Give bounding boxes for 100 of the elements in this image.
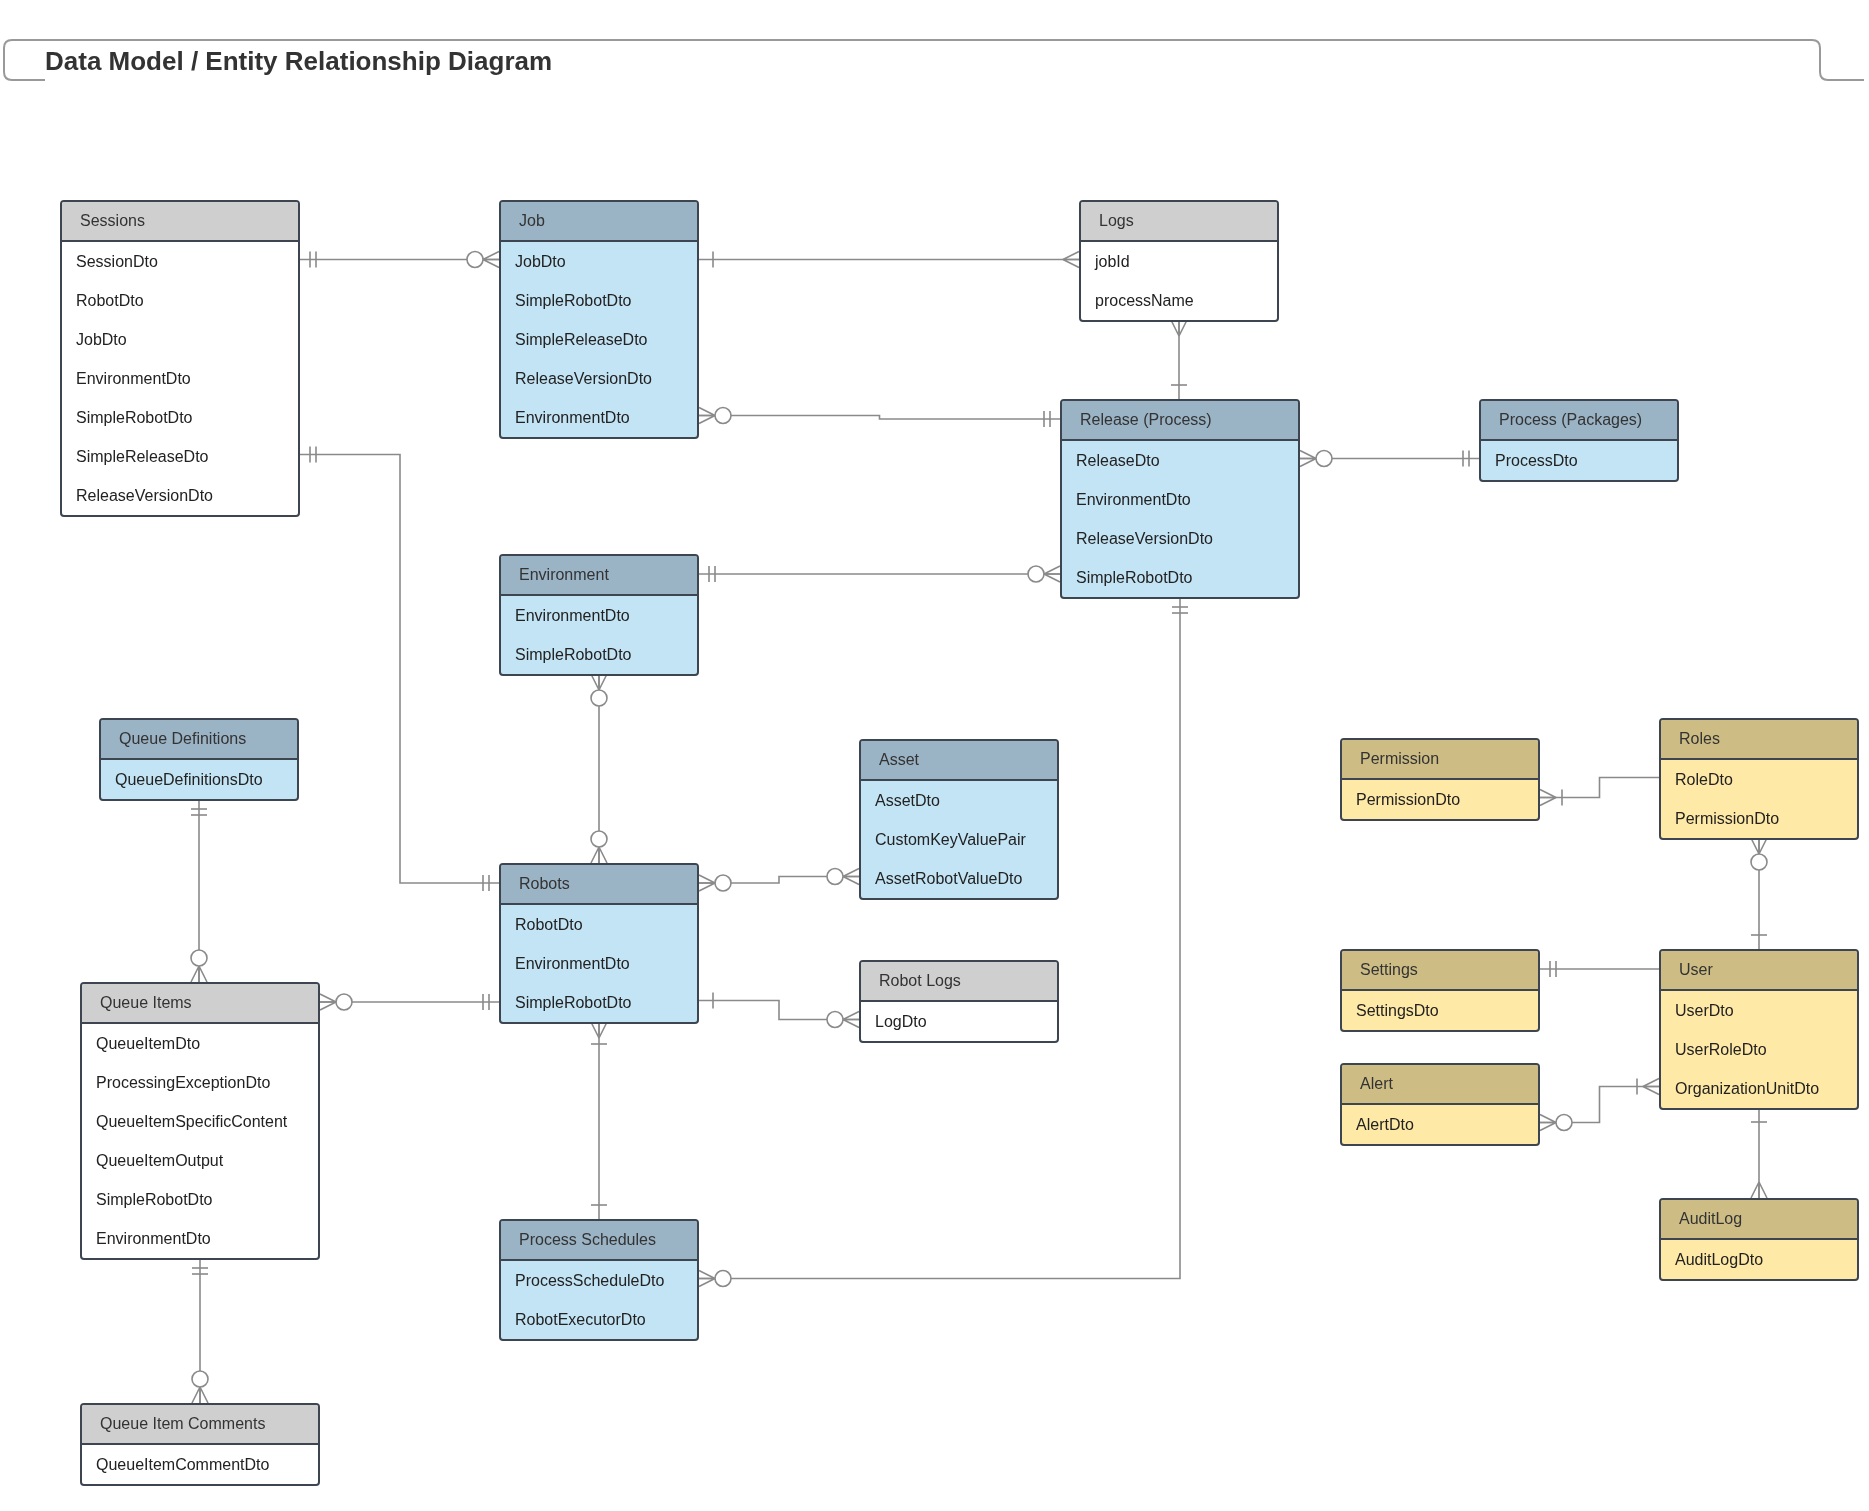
relationship-line xyxy=(698,406,1061,427)
table-name: Job xyxy=(519,211,545,231)
field-name: SettingsDto xyxy=(1356,1000,1439,1021)
entity-table xyxy=(60,200,300,517)
entity-table xyxy=(1659,1198,1859,1281)
field-name: ReleaseDto xyxy=(1076,450,1160,471)
field-name: PermissionDto xyxy=(1675,808,1780,829)
relationship-line xyxy=(299,446,500,891)
table-name: Environment xyxy=(519,565,609,585)
relationship-line xyxy=(1539,776,1660,807)
relationship-line xyxy=(319,993,500,1011)
field-name: EnvironmentDto xyxy=(515,953,630,974)
entity-table xyxy=(1340,738,1540,821)
field-name: ReleaseVersionDto xyxy=(515,368,652,389)
relationship-line xyxy=(1299,449,1480,468)
field-name: JobDto xyxy=(515,251,566,272)
table-name: Logs xyxy=(1099,211,1134,231)
table-name: Release (Process) xyxy=(1080,410,1212,430)
table-name: User xyxy=(1679,960,1713,980)
field-name: RobotDto xyxy=(515,914,583,935)
field-name: SimpleRobotDto xyxy=(515,992,632,1013)
field-name: AlertDto xyxy=(1356,1114,1414,1135)
field-name: ProcessScheduleDto xyxy=(515,1270,665,1291)
relationship-line xyxy=(590,673,608,864)
relationship-line xyxy=(191,1257,209,1404)
field-name: PermissionDto xyxy=(1356,789,1461,810)
relationship-line xyxy=(698,250,1080,269)
relationship-line xyxy=(1750,837,1768,950)
table-name: Process Schedules xyxy=(519,1230,656,1250)
entity-table xyxy=(1079,200,1279,322)
relationship-line xyxy=(590,1021,608,1220)
field-name: UserDto xyxy=(1675,1000,1734,1021)
field-name: ProcessingExceptionDto xyxy=(96,1072,271,1093)
field-name: QueueItemDto xyxy=(96,1033,201,1054)
relationship-line xyxy=(698,867,860,892)
relationship-line xyxy=(190,798,208,983)
table-name: Queue Definitions xyxy=(119,729,247,749)
field-name: ProcessDto xyxy=(1495,450,1578,471)
field-name: RobotExecutorDto xyxy=(515,1309,646,1330)
field-name: AssetDto xyxy=(875,790,940,811)
field-name: EnvironmentDto xyxy=(96,1228,211,1249)
field-name: EnvironmentDto xyxy=(1076,489,1191,510)
entity-table xyxy=(499,200,699,439)
field-name: RobotDto xyxy=(76,290,144,311)
table-name: Queue Items xyxy=(100,993,192,1013)
table-name: Permission xyxy=(1360,749,1440,769)
entity-table xyxy=(80,1403,320,1486)
table-name: AuditLog xyxy=(1679,1209,1743,1229)
table-name: Robots xyxy=(519,874,570,894)
relationship-line xyxy=(299,250,500,269)
entity-table xyxy=(1060,399,1300,599)
field-name: QueueItemSpecificContent xyxy=(96,1111,288,1132)
field-name: SimpleReleaseDto xyxy=(515,329,648,350)
relationship-line xyxy=(1539,1077,1660,1132)
field-name: AuditLogDto xyxy=(1675,1249,1764,1270)
table-name: Asset xyxy=(879,750,919,770)
entity-table xyxy=(499,863,699,1024)
field-name: SimpleRobotDto xyxy=(1076,567,1193,588)
entity-table xyxy=(99,718,299,801)
table-name: Alert xyxy=(1360,1074,1393,1094)
field-name: SimpleRobotDto xyxy=(96,1189,213,1210)
field-name: jobId xyxy=(1095,251,1130,272)
table-name: Sessions xyxy=(80,211,145,231)
entity-table xyxy=(1659,718,1859,840)
field-name: EnvironmentDto xyxy=(76,368,191,389)
field-name: CustomKeyValuePair xyxy=(875,829,1026,850)
entity-table xyxy=(859,739,1059,900)
entity-table xyxy=(499,554,699,676)
table-name: Process (Packages) xyxy=(1499,410,1643,430)
table-name: Roles xyxy=(1679,729,1720,749)
field-name: SimpleRobotDto xyxy=(515,644,632,665)
field-name: SimpleRobotDto xyxy=(515,290,632,311)
field-name: QueueItemOutput xyxy=(96,1150,224,1171)
field-name: ReleaseVersionDto xyxy=(1076,528,1213,549)
entity-table xyxy=(1340,949,1540,1032)
entity-table xyxy=(1659,949,1859,1110)
field-name: RoleDto xyxy=(1675,769,1733,790)
table-name: Robot Logs xyxy=(879,971,961,991)
relationship-line xyxy=(698,565,1061,583)
field-name: EnvironmentDto xyxy=(515,605,630,626)
field-name: LogDto xyxy=(875,1011,927,1032)
field-name: SessionDto xyxy=(76,251,158,272)
field-name: QueueItemCommentDto xyxy=(96,1454,270,1475)
diagram-title: Data Model / Entity Relationship Diagram xyxy=(45,45,553,78)
entity-table xyxy=(80,982,320,1260)
table-name: Queue Item Comments xyxy=(100,1414,266,1434)
entity-table xyxy=(1340,1063,1540,1146)
relationship-line xyxy=(698,596,1188,1288)
relationship-line xyxy=(698,992,860,1029)
relationship-line xyxy=(1170,319,1188,400)
relationship-line xyxy=(1750,1107,1768,1199)
field-name: AssetRobotValueDto xyxy=(875,868,1023,889)
field-name: OrganizationUnitDto xyxy=(1675,1078,1820,1099)
entity-table xyxy=(859,960,1059,1043)
field-name: UserRoleDto xyxy=(1675,1039,1767,1060)
table-name: Settings xyxy=(1360,960,1418,980)
field-name: JobDto xyxy=(76,329,127,350)
entity-table xyxy=(499,1219,699,1341)
field-name: processName xyxy=(1095,290,1194,311)
field-name: ReleaseVersionDto xyxy=(76,485,213,506)
